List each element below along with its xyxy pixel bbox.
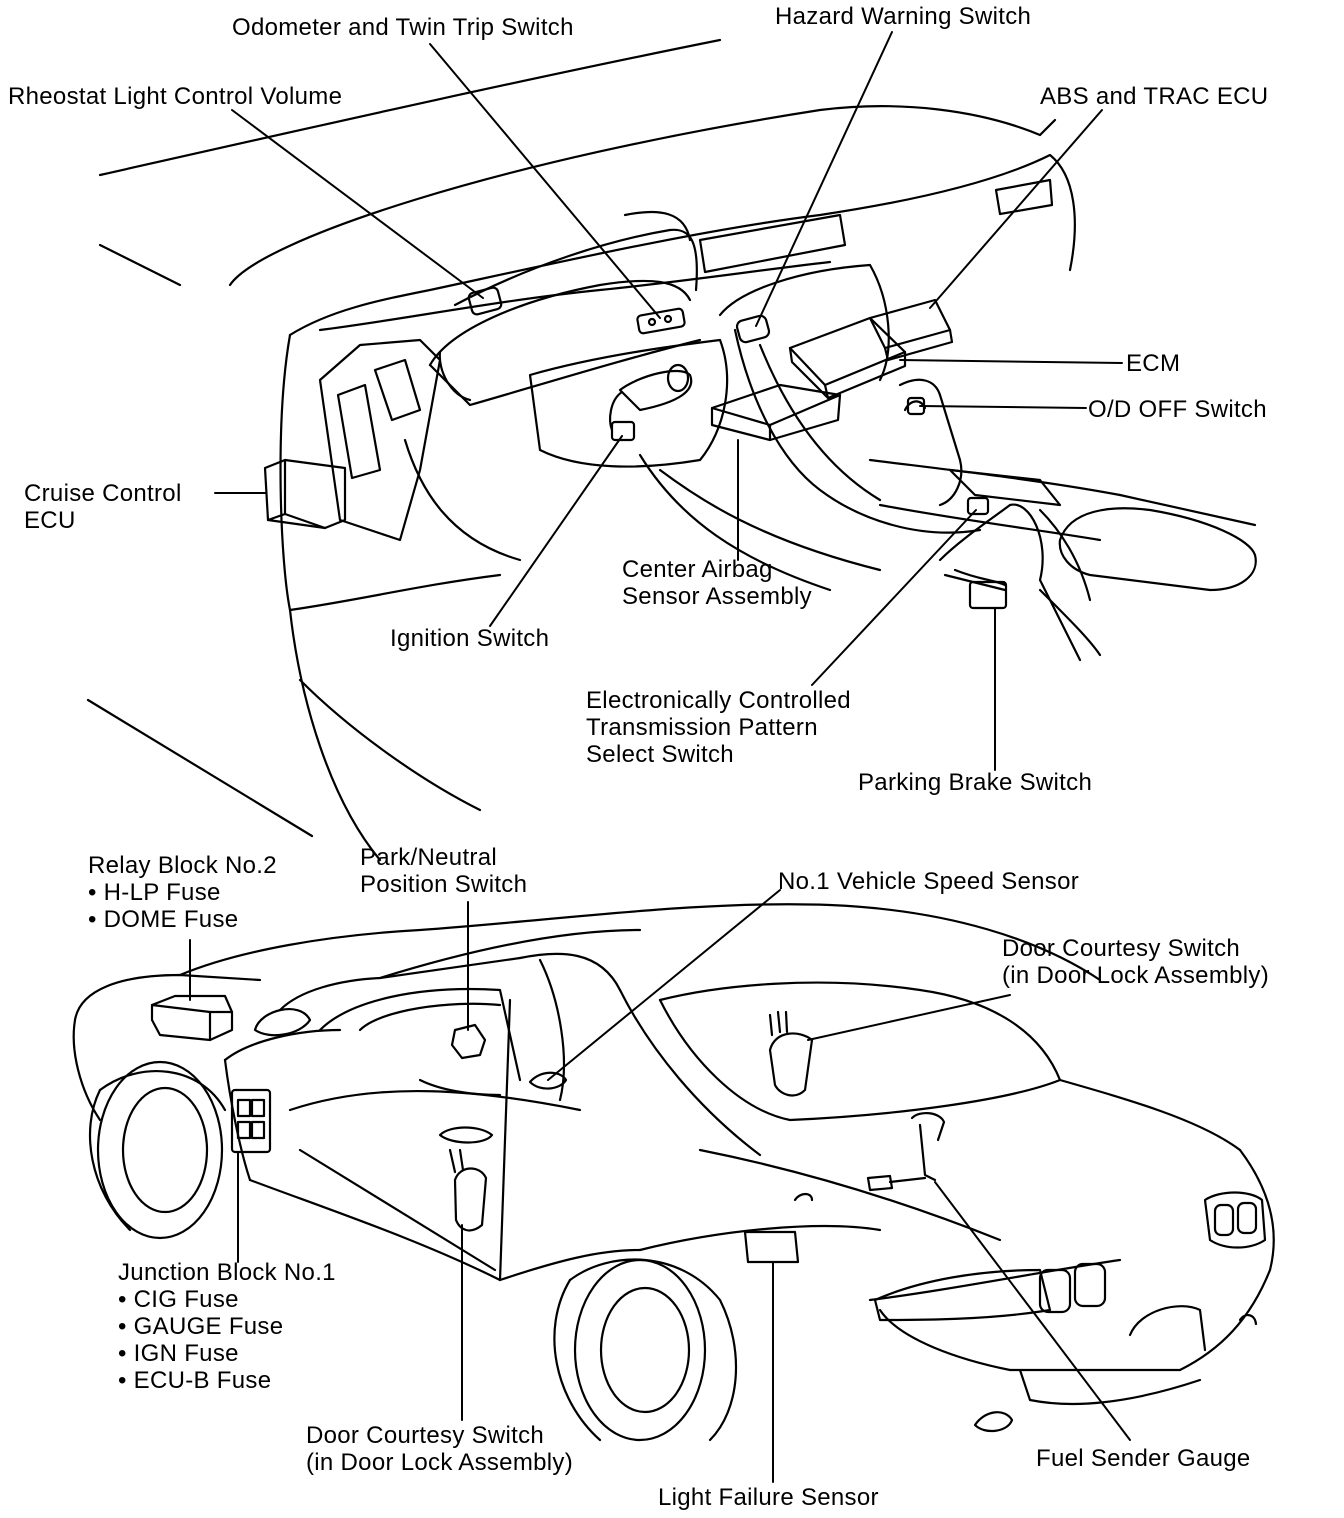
- label-line: Sensor Assembly: [622, 583, 812, 610]
- label-line: Door Courtesy Switch: [1002, 935, 1241, 962]
- label-line: ECU: [24, 507, 76, 534]
- label-line: • GAUGE Fuse: [118, 1313, 284, 1340]
- label-cruise-control-ecu: Cruise Control ECU: [24, 480, 182, 534]
- label-abs-trac-ecu: ABS and TRAC ECU: [1040, 83, 1269, 110]
- label-line: Park/Neutral: [360, 844, 497, 871]
- label-line: • CIG Fuse: [118, 1286, 239, 1313]
- label-rheostat-light-control-volume: Rheostat Light Control Volume: [8, 83, 343, 110]
- label-od-off-switch: O/D OFF Switch: [1088, 396, 1267, 423]
- label-center-airbag-sensor-assembly: Center Airbag Sensor Assembly: [622, 556, 812, 610]
- dashboard-illustration: [100, 40, 1256, 860]
- label-line: Center Airbag: [622, 556, 773, 583]
- label-hazard-warning-switch: Hazard Warning Switch: [775, 3, 1032, 30]
- label-line: Position Switch: [360, 871, 528, 898]
- label-light-failure-sensor: Light Failure Sensor: [658, 1484, 879, 1511]
- label-odometer-twin-trip-switch: Odometer and Twin Trip Switch: [232, 14, 574, 41]
- label-line: (in Door Lock Assembly): [1002, 962, 1269, 989]
- label-line: • H-LP Fuse: [88, 879, 221, 906]
- label-line: • ECU-B Fuse: [118, 1367, 272, 1394]
- label-ect-pattern-select-switch: Electronically Controlled Transmission P…: [586, 687, 851, 768]
- label-line: Relay Block No.2: [88, 852, 277, 879]
- label-line: Cruise Control: [24, 480, 182, 507]
- label-relay-block-no2: Relay Block No.2 • H-LP Fuse • DOME Fuse: [88, 852, 277, 933]
- label-park-neutral-position-switch: Park/Neutral Position Switch: [360, 844, 527, 898]
- label-line: Junction Block No.1: [118, 1259, 336, 1286]
- label-line: Select Switch: [586, 741, 734, 768]
- label-door-courtesy-switch-left: Door Courtesy Switch (in Door Lock Assem…: [306, 1422, 573, 1476]
- label-line: Electronically Controlled: [586, 687, 851, 714]
- label-door-courtesy-switch-right: Door Courtesy Switch (in Door Lock Assem…: [1002, 935, 1269, 989]
- label-junction-block-no1: Junction Block No.1 • CIG Fuse • GAUGE F…: [118, 1259, 336, 1394]
- label-line: • DOME Fuse: [88, 906, 239, 933]
- label-fuel-sender-gauge: Fuel Sender Gauge: [1036, 1445, 1251, 1472]
- label-line: Door Courtesy Switch: [306, 1422, 545, 1449]
- label-ecm: ECM: [1126, 350, 1181, 377]
- leader-lines: [190, 32, 1130, 1482]
- label-line: Transmission Pattern: [586, 714, 818, 741]
- label-line: • IGN Fuse: [118, 1340, 239, 1367]
- label-ignition-switch: Ignition Switch: [390, 625, 550, 652]
- label-no1-vehicle-speed-sensor: No.1 Vehicle Speed Sensor: [778, 868, 1080, 895]
- label-line: (in Door Lock Assembly): [306, 1449, 573, 1476]
- label-parking-brake-switch: Parking Brake Switch: [858, 769, 1093, 796]
